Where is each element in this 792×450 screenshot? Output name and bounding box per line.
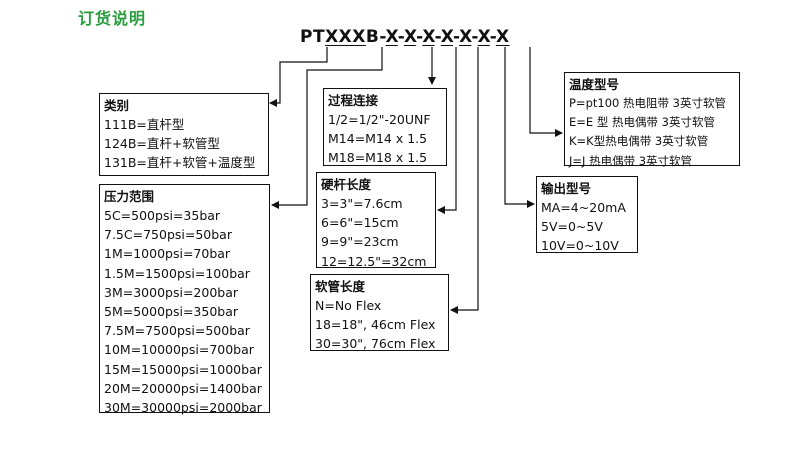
temp-row: E=E 型 热电偶带 3英寸软管 (569, 115, 715, 130)
rod-row: 9=9"=23cm (321, 234, 399, 250)
code-sep: - (379, 27, 386, 47)
hose-row: 18=18", 46cm Flex (315, 317, 436, 333)
hose-row: N=No Flex (315, 298, 382, 313)
model-code: PTXXXB-X-X-X-X-X-X-X (300, 27, 510, 47)
code-x-category: X (385, 27, 398, 47)
temp-row: K=K型热电偶带 3英寸软管 (569, 134, 709, 149)
rod-row: 3=3"=7.6cm (321, 196, 403, 211)
process-row: M14=M14 x 1.5 (328, 131, 428, 147)
hose-row: 30=30", 76cm Flex (315, 336, 436, 352)
connector-category (269, 47, 328, 107)
output-heading: 输出型号 (541, 181, 592, 196)
process-heading: 过程连接 (328, 93, 379, 108)
pressure-row: 7.5M=7500psi=500bar (104, 323, 250, 339)
output-row: MA=4~20mA (541, 200, 626, 215)
pressure-row: 1M=1000psi=70bar (104, 246, 231, 262)
pressure-row: 20M=20000psi=1400bar (104, 380, 262, 396)
temp-row: P=pt100 热电阻带 3英寸软管 (569, 96, 726, 110)
temp-box: 温度型号 P=pt100 热电阻带 3英寸软管 E=E 型 热电偶带 3英寸软管… (564, 72, 740, 168)
code-x-process: X (422, 27, 435, 47)
pressure-row: 3M=3000psi=200bar (104, 284, 239, 300)
category-box: 类别 111B=直杆型 124B=直杆+软管型 131B=直杆+软管+温度型 (99, 93, 269, 176)
pressure-row: 1.5M=1500psi=100bar (104, 265, 250, 281)
page-title: 订货说明 (78, 9, 147, 28)
code-sep: - (471, 27, 478, 47)
code-sep: - (416, 27, 423, 47)
code-b: B (365, 27, 380, 47)
output-row: 10V=0~10V (541, 238, 619, 254)
rod-heading: 硬杆长度 (321, 177, 372, 192)
rod-row: 12=12.5"=32cm (321, 253, 427, 269)
hose-box: 软管长度 N=No Flex 18=18", 46cm Flex 30=30",… (310, 274, 449, 351)
code-sep: - (489, 27, 496, 47)
process-row: M18=M18 x 1.5 (328, 150, 428, 166)
pressure-row: 5C=500psi=35bar (104, 208, 221, 223)
output-row: 5V=0~5V (541, 219, 603, 235)
pressure-row: 5M=5000psi=350bar (104, 304, 239, 320)
code-sep: - (397, 27, 404, 47)
hose-heading: 软管长度 (315, 279, 366, 294)
pressure-row: 7.5C=750psi=50bar (104, 227, 232, 243)
temp-row: J=J 热电偶带 3英寸软管 (569, 153, 693, 168)
code-x-pressure: X (403, 27, 417, 47)
connector-output (504, 47, 535, 208)
pressure-heading: 压力范围 (104, 189, 155, 204)
connector-rod (437, 47, 457, 214)
code-x-rod: X (440, 27, 453, 47)
pressure-row: 15M=15000psi=1000bar (104, 361, 262, 377)
temp-heading: 温度型号 (569, 77, 620, 92)
category-row: 111B=直杆型 (104, 117, 185, 132)
connector-temp (529, 47, 563, 137)
pressure-row: 30M=30000psi=2000bar (104, 400, 262, 416)
category-row: 131B=直杆+软管+温度型 (104, 155, 256, 171)
code-sep: - (452, 27, 460, 47)
rod-box: 硬杆长度 3=3"=7.6cm 6=6"=15cm 9=9"=23cm 12=1… (316, 172, 436, 269)
code-x-output: X (477, 27, 490, 47)
connector-hose (450, 47, 479, 314)
process-box: 过程连接 1/2=1/2"-20UNF M14=M14 x 1.5 M18=M1… (323, 88, 447, 166)
category-row: 124B=直杆+软管型 (104, 136, 220, 152)
code-x-temp: X (495, 27, 510, 47)
connector-pressure (271, 47, 383, 209)
output-box: 输出型号 MA=4~20mA 5V=0~5V 10V=0~10V (536, 176, 638, 253)
pressure-box: 压力范围 5C=500psi=35bar 7.5C=750psi=50bar 1… (99, 184, 270, 415)
code-prefix: PT (300, 27, 326, 47)
pressure-row: 10M=10000psi=700bar (104, 342, 254, 358)
process-row: 1/2=1/2"-20UNF (328, 112, 431, 127)
code-x-hose: X (459, 27, 472, 47)
code-sep: - (434, 27, 441, 47)
code-xxx: XXX (325, 27, 366, 47)
category-heading: 类别 (104, 98, 130, 113)
rod-row: 6=6"=15cm (321, 215, 399, 231)
